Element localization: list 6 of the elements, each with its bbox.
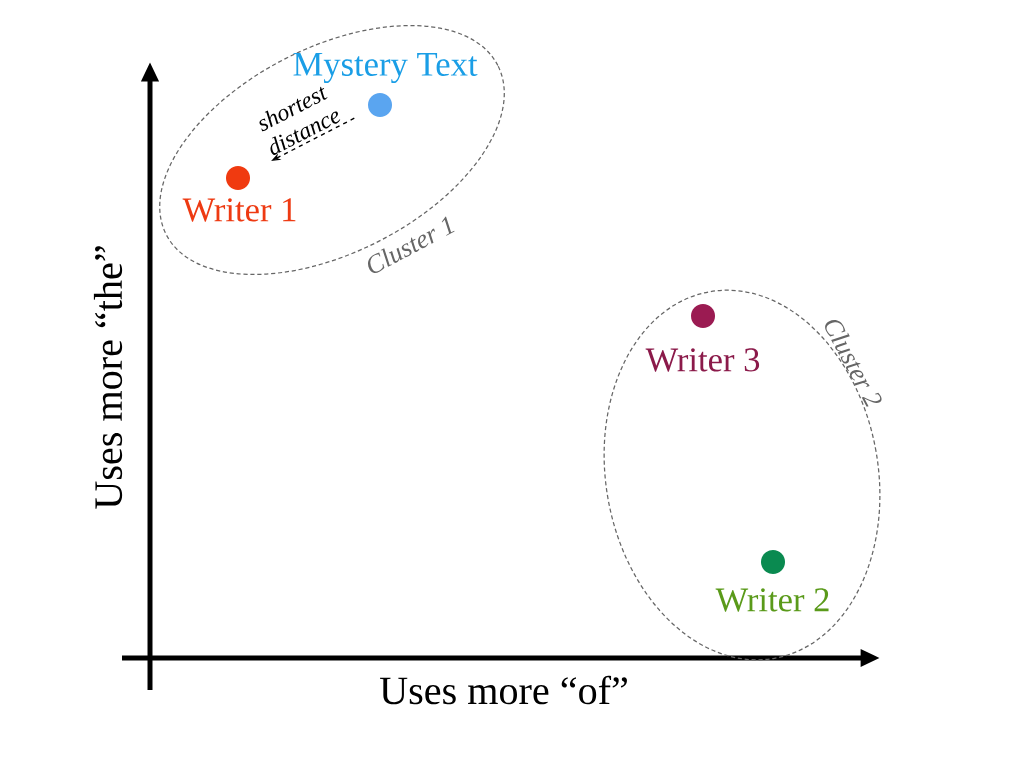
point-label: Mystery Text — [293, 52, 478, 84]
point-label: Writer 1 — [182, 198, 296, 222]
axis-label: Uses more “the” — [93, 246, 123, 509]
point-label: Writer 2 — [715, 588, 829, 612]
point-label: Writer 3 — [645, 348, 760, 372]
axis-label: Uses more “of” — [380, 675, 627, 705]
